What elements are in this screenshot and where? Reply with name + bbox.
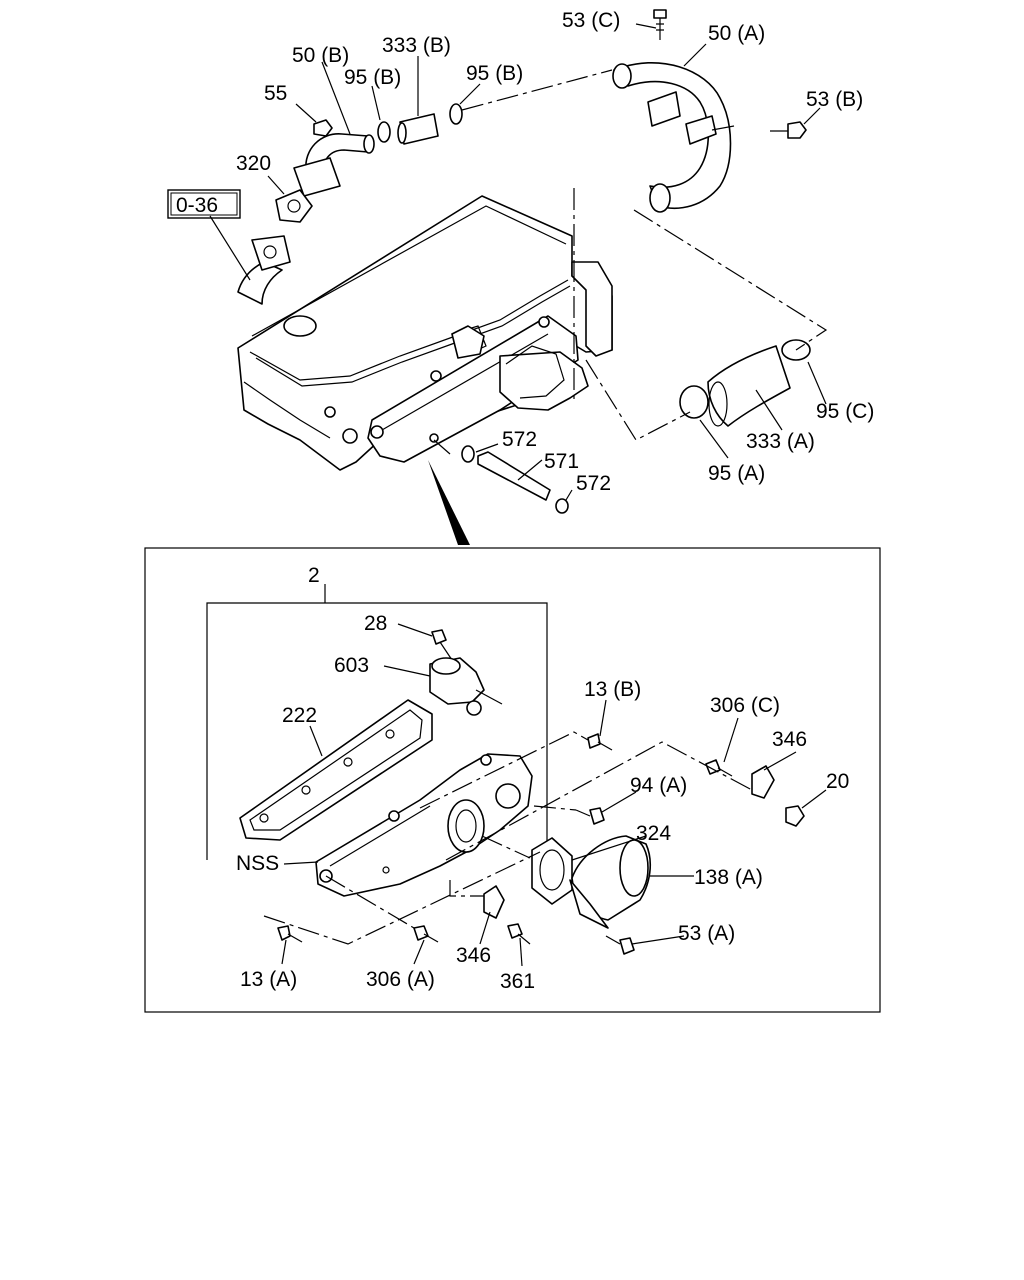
label-50b: 50 (B) <box>292 44 349 67</box>
label-571: 571 <box>544 450 579 473</box>
lower-assembly-lines <box>263 731 753 945</box>
label-346-lower: 346 <box>456 944 491 967</box>
clamp-95b-left <box>377 121 391 143</box>
detail-frame <box>144 547 881 1013</box>
label-361: 361 <box>500 970 535 993</box>
clip-346-lower <box>483 885 505 919</box>
bolt-53c <box>653 9 667 40</box>
label-28: 28 <box>364 612 387 635</box>
lower-leader-lines <box>281 584 827 967</box>
bolt-13b <box>587 733 613 751</box>
water-pipe-50a <box>612 62 735 213</box>
label-95a: 95 (A) <box>708 462 765 485</box>
label-603: 603 <box>334 654 369 677</box>
hose-333a <box>707 345 791 427</box>
label-324: 324 <box>636 822 671 845</box>
upper-leader-lines <box>209 23 827 501</box>
label-53a: 53 (A) <box>678 922 735 945</box>
label-50a: 50 (A) <box>708 22 765 45</box>
label-nss: NSS <box>236 852 279 875</box>
outlet-138a <box>569 835 652 929</box>
label-94a: 94 (A) <box>630 774 687 797</box>
water-pipe-50b <box>293 133 375 197</box>
label-572-upper: 572 <box>502 428 537 451</box>
label-306c: 306 (C) <box>710 694 780 717</box>
label-13b: 13 (B) <box>584 678 641 701</box>
thermostat-housing-nss <box>315 753 533 897</box>
label-95b-left: 95 (B) <box>344 66 401 89</box>
label-333b: 333 (B) <box>382 34 451 57</box>
bolt-53a <box>605 935 635 955</box>
label-55: 55 <box>264 82 287 105</box>
hose-333b <box>397 113 439 145</box>
bolt-306a <box>413 925 439 943</box>
gasket-324 <box>531 837 573 905</box>
nut-20 <box>785 805 805 827</box>
label-2: 2 <box>308 564 320 587</box>
label-95c: 95 (C) <box>816 400 874 423</box>
clamp-95b-right <box>449 103 463 125</box>
label-20: 20 <box>826 770 849 793</box>
callout-labels: 53 (C) 50 (A) 53 (B) 50 (B) 333 (B) 95 (… <box>167 9 874 993</box>
thermostat-housing-assembly <box>367 315 589 463</box>
gasket-222 <box>239 699 433 841</box>
bolt-53b <box>770 121 807 139</box>
label-333a: 333 (A) <box>746 430 815 453</box>
bolt-94a <box>575 807 605 825</box>
bolt-361 <box>507 923 531 945</box>
valve-603 <box>429 657 503 716</box>
pipe-571 <box>477 451 551 501</box>
clip-572-upper <box>461 445 475 463</box>
label-572-lower: 572 <box>576 472 611 495</box>
bolt-28 <box>431 629 453 661</box>
label-346-upper: 346 <box>772 728 807 751</box>
bolt-13a <box>277 925 303 943</box>
label-53b: 53 (B) <box>806 88 863 111</box>
label-138a: 138 (A) <box>694 866 763 889</box>
label-222: 222 <box>282 704 317 727</box>
ref-box-0-36 <box>167 189 241 219</box>
label-320: 320 <box>236 152 271 175</box>
label-53c: 53 (C) <box>562 9 620 32</box>
gasket-320 <box>275 189 313 223</box>
label-0-36: 0-36 <box>176 194 218 217</box>
label-13a: 13 (A) <box>240 968 297 991</box>
label-306a: 306 (A) <box>366 968 435 991</box>
clip-346-upper <box>751 765 775 799</box>
nut-55 <box>313 119 333 137</box>
assembly-2-bracket <box>206 602 548 860</box>
detail-pointer-arrow <box>428 460 470 545</box>
clip-572-lower <box>555 498 569 514</box>
label-95b-right: 95 (B) <box>466 62 523 85</box>
upper-assembly-lines <box>433 69 828 455</box>
clamp-95a <box>679 385 709 419</box>
pipe-0-36 <box>237 235 291 305</box>
